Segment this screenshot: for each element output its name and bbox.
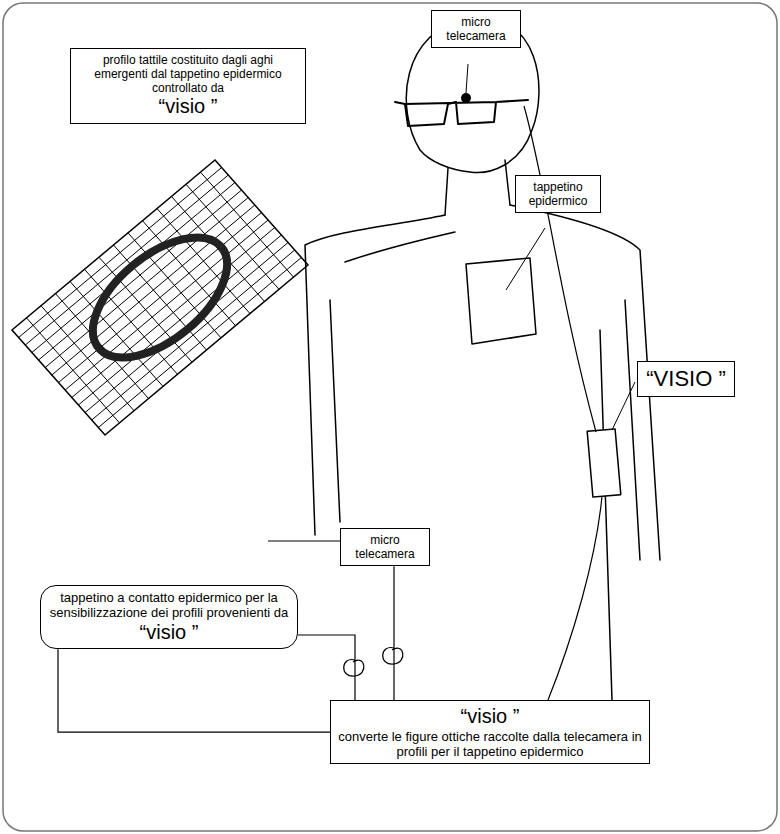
wires	[268, 106, 602, 700]
label-box: “VISIO ”	[637, 361, 735, 397]
torso	[345, 232, 612, 700]
frame	[3, 3, 777, 831]
label-box: tappetino epidermico	[515, 175, 601, 213]
grid-line	[98, 258, 301, 428]
micro-camera	[461, 93, 471, 103]
label-box: micro telecamera	[340, 528, 430, 566]
box-text: micro telecamera	[347, 533, 423, 561]
label-box: profilo tattile costituito dagli aghi em…	[70, 48, 306, 124]
box-text: “visio ”	[47, 621, 291, 645]
box-text: converte le figure ottiche raccolte dall…	[337, 729, 643, 760]
person	[305, 17, 660, 700]
box-text: profilo tattile costituito dagli aghi em…	[77, 53, 299, 95]
glasses	[395, 100, 528, 126]
cable-coil	[383, 648, 403, 665]
visio-device	[587, 429, 621, 497]
label-box: micro telecamera	[431, 10, 521, 48]
left-arm	[305, 215, 445, 535]
label-box: “visio ”converte le figure ottiche racco…	[330, 700, 650, 764]
leader-lines	[466, 64, 635, 430]
connector-wire	[298, 635, 355, 700]
wire	[268, 540, 340, 541]
grid-line	[45, 198, 248, 368]
box-text: “VISIO ”	[644, 366, 728, 392]
neck	[445, 160, 510, 215]
grid-line	[19, 168, 222, 338]
leader-line	[612, 382, 635, 430]
grid-line	[78, 235, 281, 405]
leader-line	[466, 64, 468, 93]
box-text: tappetino epidermico	[522, 180, 594, 208]
camera-cable	[524, 106, 596, 432]
leader-line	[506, 228, 545, 290]
tactile-profile-ring	[71, 215, 249, 380]
device-cable	[548, 496, 602, 700]
tactile-grid	[12, 160, 308, 435]
grid-line	[39, 190, 242, 360]
box-text: tappetino a contatto epidermico per la s…	[47, 590, 291, 621]
connector-wire	[393, 566, 394, 700]
rounded-box: tappetino a contatto epidermico per la s…	[40, 585, 298, 649]
grid-outline	[12, 160, 308, 435]
connector-wire	[58, 649, 330, 732]
grid-line	[59, 213, 262, 383]
box-text: “visio ”	[337, 705, 643, 729]
epidermal-mat	[466, 258, 536, 344]
box-text: micro telecamera	[438, 15, 514, 43]
grid-line	[72, 228, 275, 398]
box-text: “visio ”	[77, 95, 299, 119]
cable-coil	[344, 660, 364, 677]
